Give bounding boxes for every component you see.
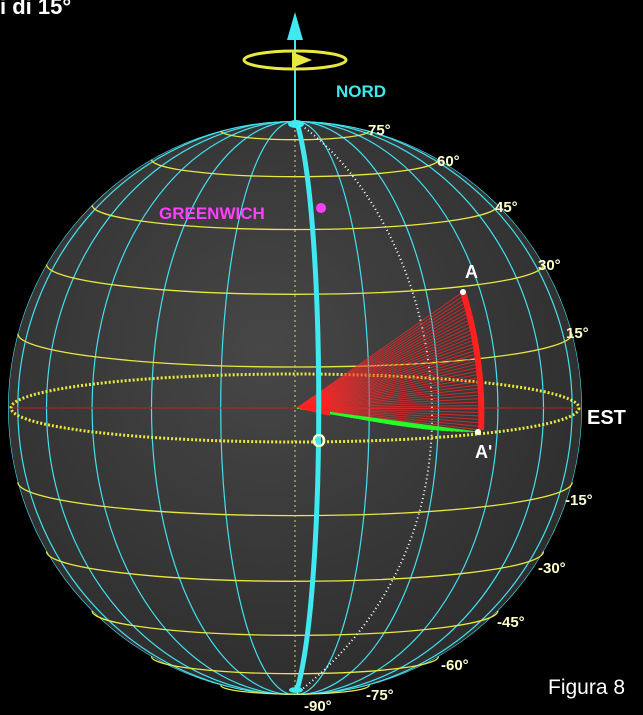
red-sector-ray <box>296 329 473 409</box>
axis-arrow-icon <box>287 12 303 40</box>
north-pole-dot <box>288 120 304 128</box>
title-fragment: i di 15° <box>0 0 72 19</box>
angle-sectors <box>296 291 482 433</box>
red-sector-ray <box>296 339 475 409</box>
red-sector-ray <box>296 315 470 409</box>
parallel-line <box>91 205 499 231</box>
greenwich-point <box>316 203 326 213</box>
parallel-line <box>220 684 370 695</box>
north-label: NORD <box>336 82 386 101</box>
point-a-label: A <box>465 262 478 282</box>
greenwich-label: GREENWICH <box>159 204 265 223</box>
point-a-marker <box>460 289 466 295</box>
red-sector-ray <box>296 291 464 409</box>
parallel-line <box>150 656 440 675</box>
latitude-label: 75° <box>368 122 391 139</box>
red-sector-ray <box>296 301 467 409</box>
latitude-label: -90° <box>304 698 332 715</box>
greenwich-meridian <box>294 122 322 691</box>
origin-label: O <box>312 431 326 451</box>
latitude-label: 30° <box>538 257 561 274</box>
latitude-label: 60° <box>437 153 460 170</box>
red-sector-ray <box>296 335 475 409</box>
red-sector-ray <box>296 294 465 409</box>
red-sector-ray <box>296 305 468 409</box>
red-sector-ray <box>296 325 473 409</box>
south-pole-dot <box>289 687 303 693</box>
latitude-label: 15° <box>566 325 589 342</box>
figure-caption: Figura 8 <box>548 676 626 699</box>
latitude-label: -15° <box>565 492 593 509</box>
point-a-prime-label: A' <box>475 442 492 462</box>
red-sector-base <box>297 396 330 416</box>
rotation-arrow-icon <box>292 52 312 68</box>
red-sector-ray <box>296 298 466 409</box>
parallel-line <box>220 130 370 141</box>
latitude-label: -75° <box>366 687 394 704</box>
red-sector-ray <box>296 312 470 409</box>
point-a-prime-marker <box>475 429 481 435</box>
latitude-label: -30° <box>538 560 566 577</box>
latitude-label: -60° <box>441 657 469 674</box>
red-sector-ray <box>296 332 474 409</box>
red-sector-ray <box>296 318 471 409</box>
parallel-line <box>45 264 545 295</box>
equator-ellipse <box>9 372 581 444</box>
latitude-label: -45° <box>497 614 525 631</box>
red-sector-ray <box>296 308 469 409</box>
arc-a-a-prime <box>460 291 485 431</box>
east-label: EST <box>587 407 626 429</box>
latitude-label: 45° <box>495 199 518 216</box>
rotation-ellipse <box>242 49 348 71</box>
red-sector-ray <box>296 322 472 409</box>
